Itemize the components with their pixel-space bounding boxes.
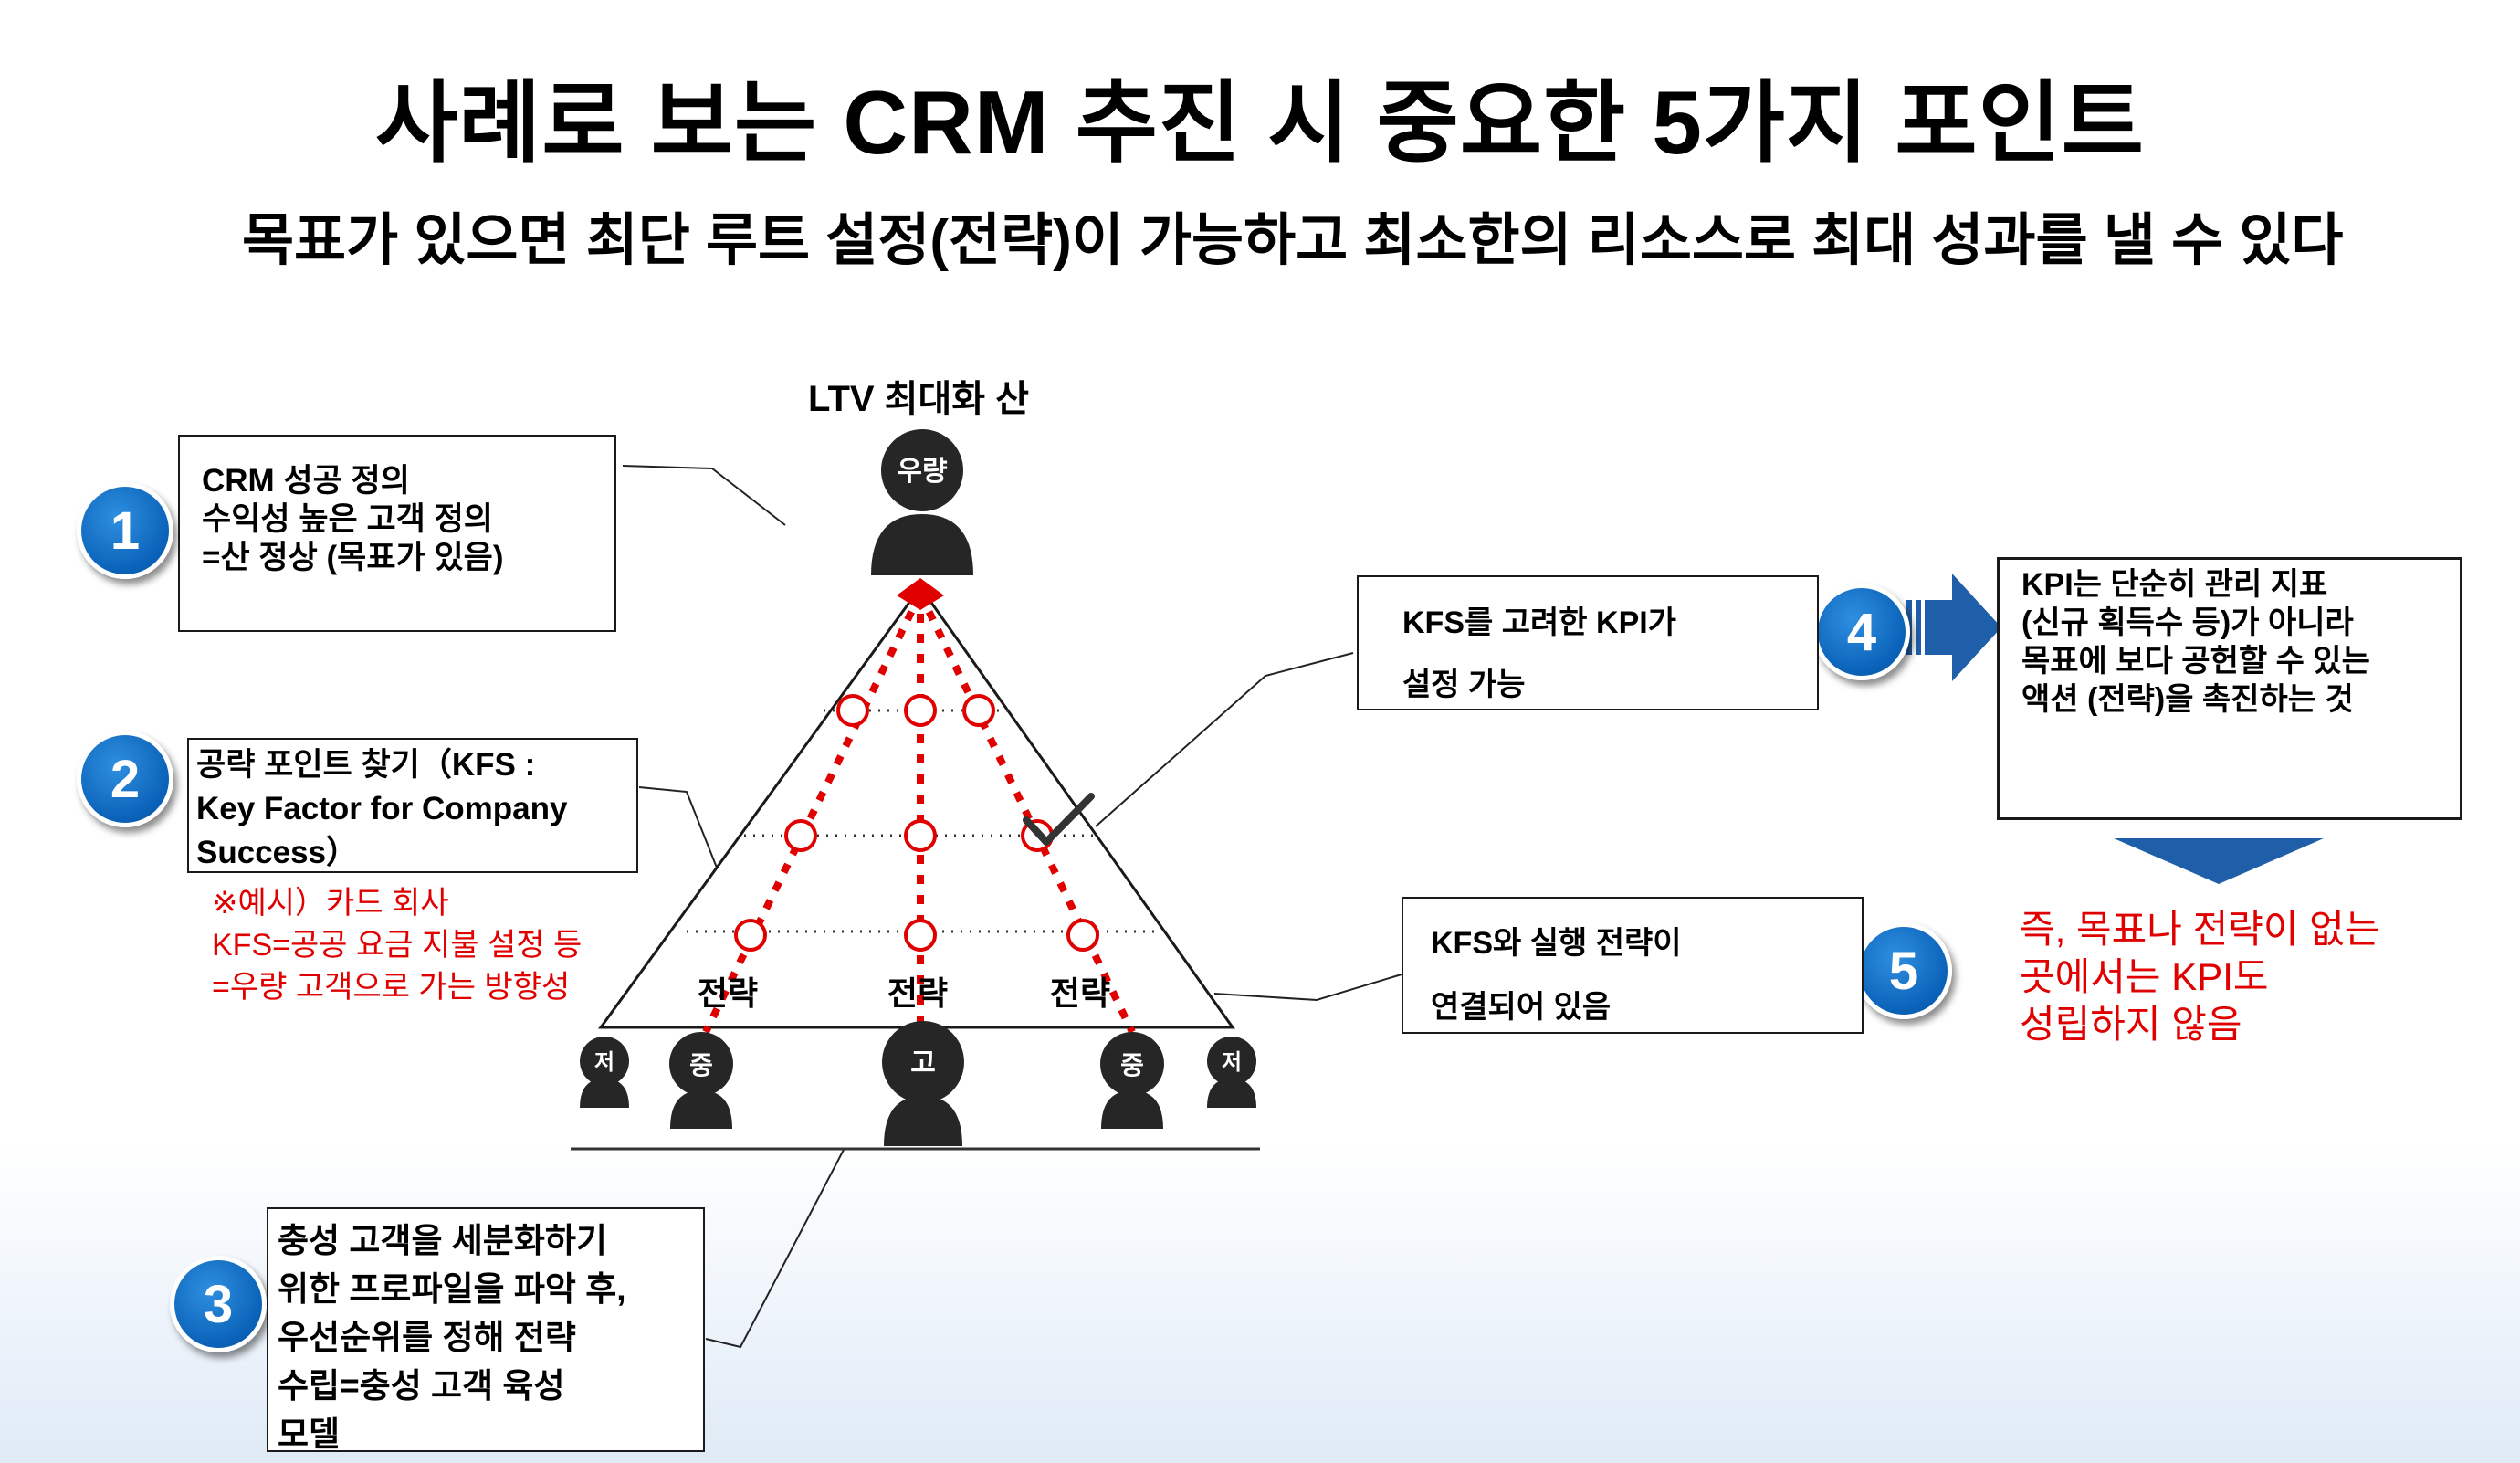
leader-line-1 <box>622 465 786 526</box>
kpi-line: KPI는 단순히 관리 지표 <box>2021 567 2328 602</box>
svg-text:우량: 우량 <box>897 457 948 487</box>
point-1-line: =산 정상 (목표가 있음) <box>202 540 504 575</box>
point-4-badge: 4 <box>1813 584 1910 680</box>
kpi-line: 액션 (전략)을 촉진하는 것 <box>2021 682 2354 717</box>
conclusion-line: 성립하지 않음 <box>2020 1003 2242 1046</box>
point-5-line: 연결되어 있음 <box>1431 990 1612 1025</box>
point-3-line: 충성 고객을 세분화하기 <box>278 1222 607 1259</box>
svg-text:고: 고 <box>910 1048 936 1079</box>
example-note-line: =우량 고객으로 가는 방향성 <box>212 970 571 1005</box>
point-5-line: KFS와 실행 전략이 <box>1431 926 1682 961</box>
strategy-label-center: 전략 <box>887 974 948 1012</box>
kpi-line: 목표에 보다 공헌할 수 있는 <box>2021 644 2370 679</box>
point-2-badge: 2 <box>77 731 173 827</box>
mountain-label: LTV 최대화 산 <box>808 379 1029 419</box>
point-1-line: CRM 성공 정의 <box>202 463 410 499</box>
point-4-line: KFS를 고려한 KPI가 <box>1402 605 1676 640</box>
example-note-line: KFS=공공 요금 지불 설정 등 <box>212 928 583 963</box>
waypoint <box>904 694 937 727</box>
conclusion-text: 즉, 목표나 전략이 없는 곳에서는 KPI도 성립하지 않음 <box>2020 906 2379 1048</box>
person-summit-icon: 우량 <box>871 429 973 575</box>
point-5-box: KFS와 실행 전략이 연결되어 있음 <box>1402 897 1864 1034</box>
person-low-right-icon: 저 <box>1207 1037 1256 1108</box>
kpi-definition-box: KPI는 단순히 관리 지표 (신규 획득수 등)가 아니라 목표에 보다 공헌… <box>1997 557 2462 820</box>
point-2-box: 공략 포인트 찾기（KFS : Key Factor for Company S… <box>187 738 638 873</box>
leader-line-4 <box>1095 652 1354 827</box>
page-title: 사례로 보는 CRM 추진 시 중요한 5가지 포인트 <box>375 72 2145 173</box>
point-5-badge: 5 <box>1855 922 1952 1019</box>
conclusion-line: 곳에서는 KPI도 <box>2020 955 2269 998</box>
svg-text:중: 중 <box>689 1051 713 1079</box>
arrow-down-icon <box>2114 838 2324 884</box>
strategy-path-right <box>917 592 1136 1034</box>
person-high-icon: 고 <box>882 1021 964 1146</box>
waypoint <box>784 819 817 852</box>
example-note: ※예시）카드 회사 KFS=공공 요금 지불 설정 등 =우량 고객으로 가는 … <box>212 882 582 1008</box>
leader-line-3 <box>705 1147 845 1349</box>
point-3-line: 우선순위를 정해 전략 <box>278 1319 576 1356</box>
example-note-line: ※예시）카드 회사 <box>212 886 449 921</box>
point-2-line: Key Factor for Company <box>196 791 568 826</box>
point-3-badge: 3 <box>170 1256 267 1352</box>
point-2-line: Success） <box>196 835 359 870</box>
conclusion-line: 즉, 목표나 전략이 없는 <box>2020 908 2380 951</box>
waypoint <box>734 919 767 952</box>
strategy-path-left <box>702 592 924 1034</box>
waypoint <box>962 694 995 727</box>
point-1-box: CRM 성공 정의 수익성 높은 고객 정의 =산 정상 (목표가 있음) <box>178 435 616 632</box>
point-1-badge: 1 <box>77 482 173 579</box>
strategy-label-right: 전략 <box>1050 974 1110 1012</box>
summit-marker <box>897 578 944 610</box>
waypoint <box>836 694 869 727</box>
svg-text:저: 저 <box>1222 1050 1242 1075</box>
arrow-right-icon <box>1906 574 2001 681</box>
person-mid-right-icon: 중 <box>1100 1032 1164 1129</box>
person-low-left-icon: 저 <box>580 1037 629 1108</box>
waypoint <box>904 819 937 852</box>
page-subtitle: 목표가 있으면 최단 루트 설정(전략)이 가능하고 최소한의 리소스로 최대 … <box>242 209 2344 272</box>
point-3-box: 충성 고객을 세분화하기 위한 프로파일을 파악 후, 우선순위를 정해 전략 … <box>267 1207 705 1453</box>
strategy-label-left: 전략 <box>698 974 758 1012</box>
person-mid-left-icon: 중 <box>669 1032 733 1129</box>
svg-text:중: 중 <box>1120 1051 1144 1079</box>
leader-line-2 <box>638 786 718 868</box>
point-2-line: 공략 포인트 찾기（KFS : <box>196 747 536 783</box>
point-1-line: 수익성 높은 고객 정의 <box>202 501 493 537</box>
point-4-line: 설정 가능 <box>1402 668 1526 702</box>
kpi-line: (신규 획득수 등)가 아니라 <box>2021 605 2354 640</box>
svg-text:저: 저 <box>594 1050 614 1075</box>
waypoint <box>904 919 937 952</box>
leader-line-5 <box>1213 974 1402 1002</box>
waypoint <box>1066 919 1099 952</box>
point-4-box: KFS를 고려한 KPI가 설정 가능 <box>1357 575 1819 710</box>
waypoint-circles <box>734 694 1099 952</box>
check-mark-icon <box>1023 793 1095 846</box>
point-3-line: 수립=충성 고객 육성 <box>278 1367 565 1405</box>
point-3-line: 모델 <box>278 1416 341 1453</box>
point-3-line: 위한 프로파일을 파악 후, <box>278 1270 626 1308</box>
